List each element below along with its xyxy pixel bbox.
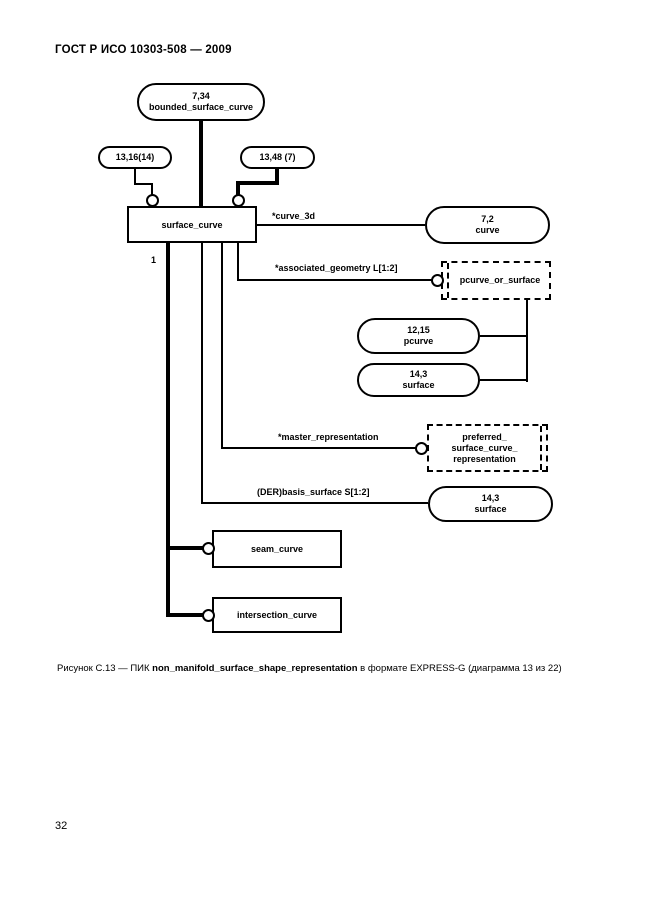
node-ref: 14,3 <box>409 369 428 379</box>
edge-pageref-right-v1 <box>275 168 279 183</box>
edge-associated-geometry-h <box>237 279 433 281</box>
edge-pageref-right-v2 <box>236 181 240 195</box>
page-number: 32 <box>55 820 68 832</box>
node-ref: 7,2 <box>481 214 494 224</box>
node-intersection-curve: intersection_curve <box>212 597 342 633</box>
caption-entity-name: non_manifold_surface_shape_representatio… <box>152 663 358 674</box>
node-label: surface_curve <box>161 219 223 230</box>
edge-label-master-representation: *master_representation <box>278 432 379 442</box>
edge-select-trunk <box>526 300 528 382</box>
edge-label-basis-surface: (DER)basis_surface S[1:2] <box>257 487 370 497</box>
node-label: pcurve <box>403 336 434 346</box>
caption-prefix: Рисунок С.13 — ПИК <box>57 663 153 674</box>
relation-circle-pageref-right <box>232 194 245 207</box>
edge-pageref-left-v1 <box>134 168 136 185</box>
node-label: surface <box>474 504 507 514</box>
node-pageref-left: 13,16(14) <box>98 146 172 169</box>
node-ref: 14,3 <box>481 493 500 503</box>
edge-label-associated-geometry: *associated_geometry L[1:2] <box>275 263 398 273</box>
node-pageref-right: 13,48 (7) <box>240 146 315 169</box>
node-label: intersection_curve <box>236 610 318 620</box>
edge-pageref-left-h <box>134 183 153 185</box>
edge-associated-geometry-v <box>237 243 239 281</box>
node-label: curve <box>475 225 500 235</box>
edge-supertype-bounded-surface-curve <box>199 120 203 206</box>
node-surface-lower: 14,3 surface <box>428 486 553 522</box>
relation-circle-intersection-curve <box>202 609 215 622</box>
relation-circle-pageref-left <box>146 194 159 207</box>
edge-pageref-left-v2 <box>151 183 153 196</box>
node-surface-upper: 14,3 surface <box>357 363 480 397</box>
node-label-line2: surface_curve_ <box>451 442 518 453</box>
node-preferred-surface-curve-representation: preferred_ surface_curve_ representation <box>427 424 548 472</box>
node-bounded-surface-curve: 7,34 bounded_surface_curve <box>137 83 265 121</box>
node-seam-curve: seam_curve <box>212 530 342 568</box>
edge-basis-surface-v <box>201 243 203 504</box>
edge-master-representation-h <box>221 447 417 449</box>
edge-subtype-trunk <box>166 243 170 617</box>
edge-pageref-right-h <box>236 181 279 185</box>
edge-label-subtype-index: 1 <box>151 255 157 265</box>
node-ref: 7,34 <box>192 91 210 101</box>
node-label: bounded_surface_curve <box>148 102 254 112</box>
node-pcurve-or-surface: pcurve_or_surface <box>441 261 551 300</box>
edge-label-curve3d: *curve_3d <box>272 211 316 221</box>
relation-circle-seam-curve <box>202 542 215 555</box>
edge-curve3d <box>257 224 425 226</box>
node-label: seam_curve <box>250 544 304 554</box>
relation-circle-master-representation <box>415 442 428 455</box>
select-type-bar <box>447 263 449 298</box>
edge-basis-surface-h <box>201 502 428 504</box>
node-pcurve: 12,15 pcurve <box>357 318 480 354</box>
node-surface-curve: surface_curve <box>127 206 257 243</box>
node-ref: 12,15 <box>407 325 430 335</box>
node-label-line3: representation <box>453 453 516 464</box>
edge-master-representation-v <box>221 243 223 449</box>
relation-circle-associated-geometry <box>431 274 444 287</box>
figure-caption: Рисунок С.13 — ПИК non_manifold_surface_… <box>57 663 562 674</box>
caption-suffix: в формате EXPRESS-G (диаграмма 13 из 22) <box>357 663 562 674</box>
node-curve: 7,2 curve <box>425 206 550 244</box>
node-label: surface <box>402 380 435 390</box>
enumeration-type-bar <box>540 426 542 470</box>
node-ref: 13,48 (7) <box>259 152 296 162</box>
edge-select-surface <box>480 379 528 381</box>
node-label-line1: preferred_ <box>462 431 507 442</box>
edge-select-pcurve <box>480 335 528 337</box>
page-header: ГОСТ Р ИСО 10303-508 — 2009 <box>55 44 232 56</box>
node-ref: 13,16(14) <box>115 152 155 162</box>
edge-subtype-intersection <box>166 613 204 617</box>
node-label: pcurve_or_surface <box>459 275 541 285</box>
edge-subtype-seam <box>166 546 204 550</box>
